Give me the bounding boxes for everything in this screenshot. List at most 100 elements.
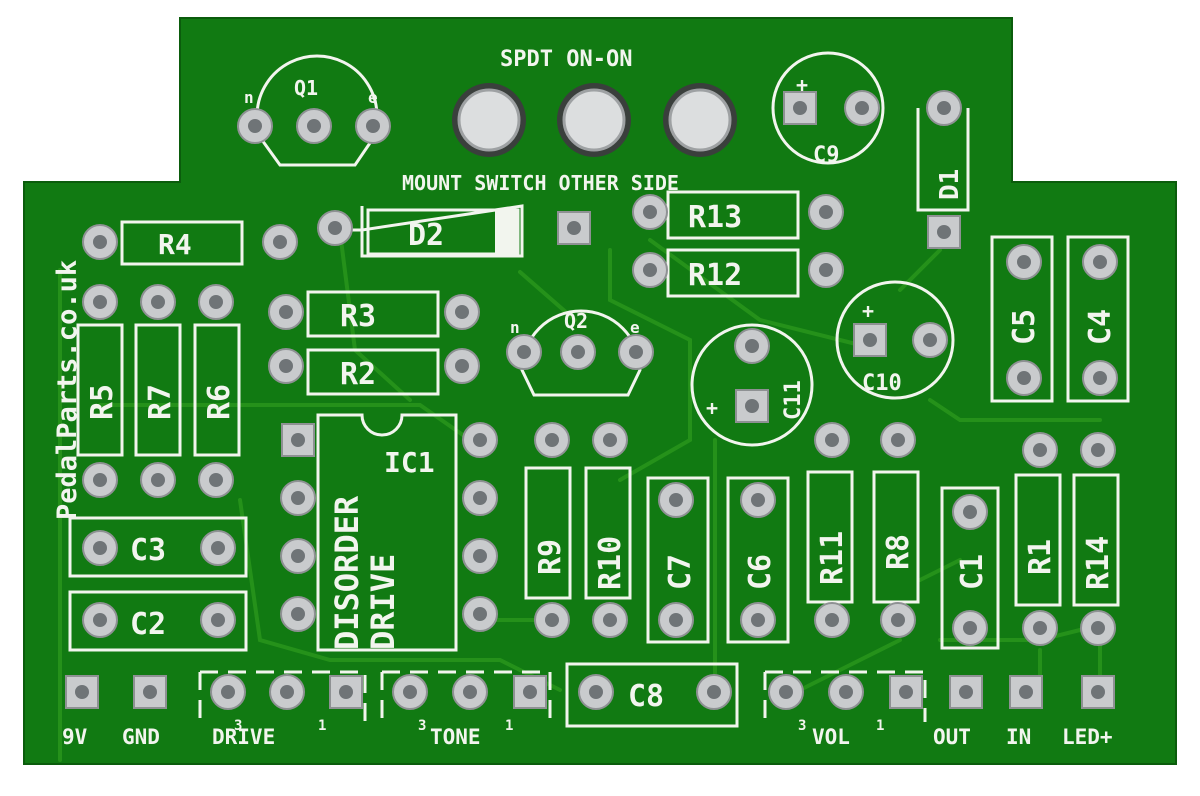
c4-label: C4 — [1083, 309, 1118, 345]
q1-pin-n: n — [244, 88, 254, 107]
drill-hole — [279, 305, 293, 319]
r9-label: R9 — [533, 539, 568, 575]
r13-resistor: R13 — [666, 190, 800, 240]
tone-pin3: 3 — [418, 718, 426, 734]
drill-hole — [545, 613, 559, 627]
c1-capacitor: C1 — [940, 486, 1000, 650]
drill-hole — [151, 295, 165, 309]
q2-pin-e: e — [630, 318, 640, 337]
drill-hole — [280, 685, 294, 699]
drill-hole — [923, 333, 937, 347]
drill-hole — [517, 345, 531, 359]
c10-capacitor: + C10 — [835, 280, 955, 400]
solder-pads — [65, 90, 1118, 710]
drill-hole — [963, 621, 977, 635]
ic1-socket: IC1 DISORDER DRIVE — [316, 413, 458, 652]
drill-hole — [1091, 443, 1105, 457]
c5-capacitor: C5 — [990, 235, 1054, 403]
d2-label: D2 — [408, 218, 444, 253]
r3-resistor: R3 — [306, 290, 440, 338]
square-pad — [513, 675, 547, 709]
drill-hole — [1093, 255, 1107, 269]
drill-hole — [751, 493, 765, 507]
drill-hole — [339, 685, 353, 699]
drill-hole — [825, 613, 839, 627]
drill-hole — [93, 295, 107, 309]
drill-hole — [291, 549, 305, 563]
drill-hole — [151, 473, 165, 487]
c11-plus: + — [706, 396, 718, 420]
drill-hole — [93, 473, 107, 487]
drill-hole — [291, 433, 305, 447]
drill-hole — [959, 685, 973, 699]
r7-resistor: R7 — [134, 323, 182, 457]
c2-capacitor: C2 — [68, 590, 248, 652]
ic-text-line1: DISORDER — [328, 495, 366, 650]
drill-hole — [291, 491, 305, 505]
c5-label: C5 — [1007, 309, 1042, 345]
drill-hole — [143, 685, 157, 699]
drill-hole — [819, 205, 833, 219]
drill-hole — [793, 101, 807, 115]
square-pad — [889, 675, 923, 709]
drill-hole — [839, 685, 853, 699]
drill-hole — [603, 613, 617, 627]
ic-text-line2: DRIVE — [364, 554, 402, 650]
drill-hole — [403, 685, 417, 699]
drill-hole — [1019, 685, 1033, 699]
r6-resistor: R6 — [193, 323, 241, 457]
drill-hole — [279, 359, 293, 373]
vol-pin1: 1 — [876, 718, 884, 734]
drill-hole — [567, 221, 581, 235]
r1-resistor: R1 — [1014, 473, 1062, 607]
drill-hole — [473, 433, 487, 447]
drive-pin1: 1 — [318, 718, 326, 734]
ic1-label: IC1 — [384, 446, 435, 479]
label-gnd: GND — [122, 725, 160, 749]
drill-hole — [855, 101, 869, 115]
drill-hole — [366, 119, 380, 133]
c3-label: C3 — [130, 533, 166, 568]
drill-hole — [819, 263, 833, 277]
pcb-board — [23, 17, 1177, 765]
drill-hole — [221, 685, 235, 699]
drill-hole — [455, 359, 469, 373]
drill-hole — [473, 491, 487, 505]
r6-label: R6 — [202, 384, 237, 420]
r5-label: R5 — [85, 384, 120, 420]
switch-note: MOUNT SWITCH OTHER SIDE — [402, 171, 679, 195]
c7-capacitor: C7 — [646, 476, 710, 644]
square-pad — [557, 211, 591, 245]
drill-hole — [891, 613, 905, 627]
r13-label: R13 — [688, 200, 742, 235]
c11-label: C11 — [781, 380, 806, 420]
r14-label: R14 — [1081, 536, 1116, 590]
drill-hole — [307, 119, 321, 133]
label-9v: 9V — [62, 725, 88, 749]
q2-label: Q2 — [564, 309, 588, 333]
r14-resistor: R14 — [1072, 473, 1120, 607]
label-tone: TONE — [430, 725, 481, 749]
drill-hole — [473, 549, 487, 563]
r4-resistor: R4 — [120, 220, 244, 266]
switch-label: SPDT ON-ON — [500, 47, 632, 72]
c8-label: C8 — [628, 679, 664, 714]
drill-hole — [1033, 443, 1047, 457]
q1-label: Q1 — [294, 76, 318, 100]
r8-label: R8 — [881, 534, 916, 570]
drill-hole — [473, 607, 487, 621]
drill-hole — [545, 433, 559, 447]
drill-hole — [745, 399, 759, 413]
q2-pin-n: n — [510, 318, 520, 337]
drill-hole — [211, 541, 225, 555]
tone-pot-footprint — [380, 670, 552, 722]
r12-label: R12 — [688, 258, 742, 293]
r5-resistor: R5 — [76, 323, 124, 457]
drill-hole — [455, 305, 469, 319]
label-led: LED+ — [1062, 725, 1113, 749]
drill-hole — [273, 235, 287, 249]
c7-label: C7 — [663, 554, 698, 590]
drill-hole — [937, 101, 951, 115]
drill-hole — [571, 345, 585, 359]
